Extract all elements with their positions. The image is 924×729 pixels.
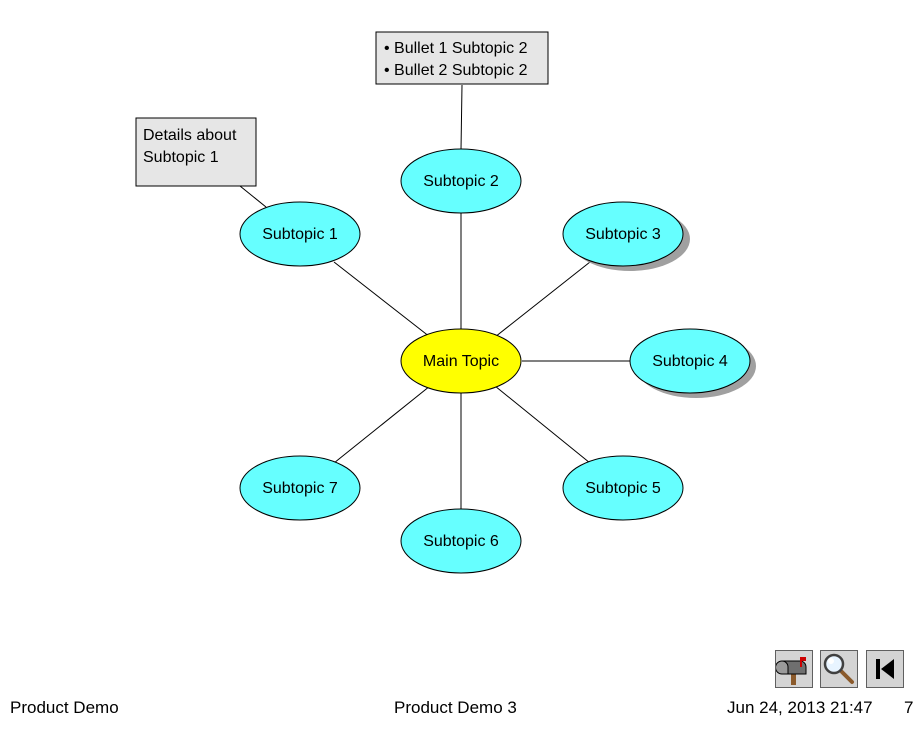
connector-main-subtopic-1 xyxy=(333,261,431,338)
note-box xyxy=(135,117,257,187)
subtopic-label: Subtopic 4 xyxy=(652,353,728,370)
note-subtopic-2[interactable]: • Bullet 1 Subtopic 2 • Bullet 2 Subtopi… xyxy=(375,31,549,85)
subtopic-node-5[interactable]: Subtopic 5 xyxy=(562,455,684,521)
main-topic-node[interactable]: Main Topic xyxy=(400,328,522,394)
subtopic-label: Subtopic 5 xyxy=(585,480,661,497)
note-line: • Bullet 2 Subtopic 2 xyxy=(384,62,528,79)
subtopic-node-7[interactable]: Subtopic 7 xyxy=(239,455,361,521)
footer-left-title: Product Demo xyxy=(10,698,119,717)
main-topic-label: Main Topic xyxy=(423,353,499,370)
first-page-button[interactable] xyxy=(866,650,904,688)
note-subtopic-1[interactable]: Details about Subtopic 1 xyxy=(135,117,257,187)
subtopic-label: Subtopic 1 xyxy=(262,226,338,243)
subtopic-label: Subtopic 3 xyxy=(585,226,661,243)
connector-subtopic-2-note xyxy=(460,84,463,151)
subtopic-node-4[interactable]: Subtopic 4 xyxy=(629,328,751,394)
subtopic-label: Subtopic 6 xyxy=(423,533,499,550)
subtopic-node-2[interactable]: Subtopic 2 xyxy=(400,148,522,214)
first-page-icon xyxy=(876,659,894,679)
footer-date: Jun 24, 2013 21:47 xyxy=(727,698,873,717)
connector-subtopic-1-note xyxy=(239,185,267,208)
subtopic-label: Subtopic 2 xyxy=(423,173,499,190)
note-box xyxy=(375,31,549,85)
subtopic-label: Subtopic 7 xyxy=(262,480,338,497)
note-line: • Bullet 1 Subtopic 2 xyxy=(384,40,528,57)
connector-main-subtopic-5 xyxy=(494,385,591,464)
page-number: 7 xyxy=(904,698,914,717)
find-button[interactable] xyxy=(820,650,858,688)
note-line: Details about xyxy=(143,127,237,144)
subtopic-node-1[interactable]: Subtopic 1 xyxy=(239,201,361,267)
connector-main-subtopic-7 xyxy=(333,385,431,464)
subtopic-node-3[interactable]: Subtopic 3 xyxy=(562,201,684,267)
mail-button[interactable] xyxy=(775,650,813,688)
connectors xyxy=(239,84,630,509)
mailbox-icon xyxy=(776,657,807,685)
note-line: Subtopic 1 xyxy=(143,149,219,166)
subtopic-node-6[interactable]: Subtopic 6 xyxy=(400,508,522,574)
magnifier-icon xyxy=(823,653,854,684)
footer-center-title: Product Demo 3 xyxy=(394,698,517,717)
connector-main-subtopic-3 xyxy=(494,261,591,338)
